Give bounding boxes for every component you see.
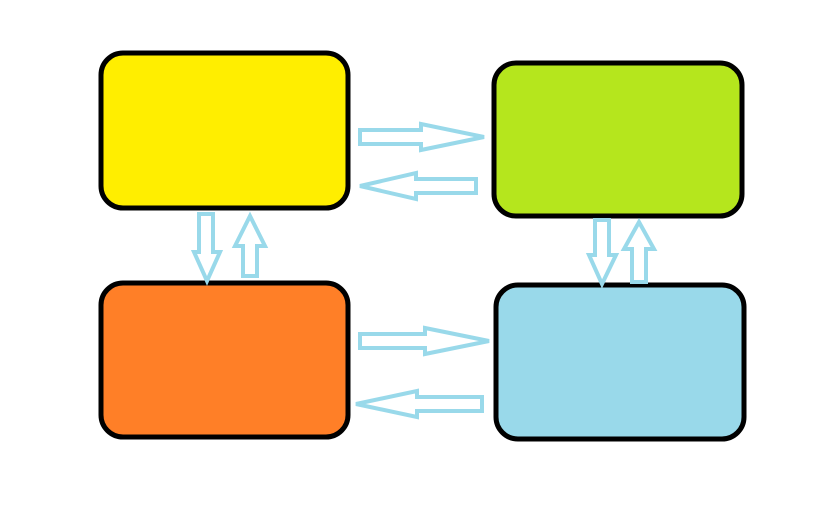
box-top-right <box>491 60 745 219</box>
arrow-left-bottom <box>355 388 484 420</box>
arrow-right-bottom <box>358 325 490 357</box>
arrow-up-left <box>231 211 269 278</box>
box-bottom-left <box>98 280 351 440</box>
arrow-down-right <box>585 218 620 289</box>
arrow-up-right <box>620 217 658 284</box>
arrow-left-top <box>359 170 478 202</box>
box-top-left <box>98 50 351 211</box>
arrow-right-top <box>358 121 485 153</box>
arrow-down-left <box>190 212 224 286</box>
box-bottom-right <box>493 282 747 442</box>
